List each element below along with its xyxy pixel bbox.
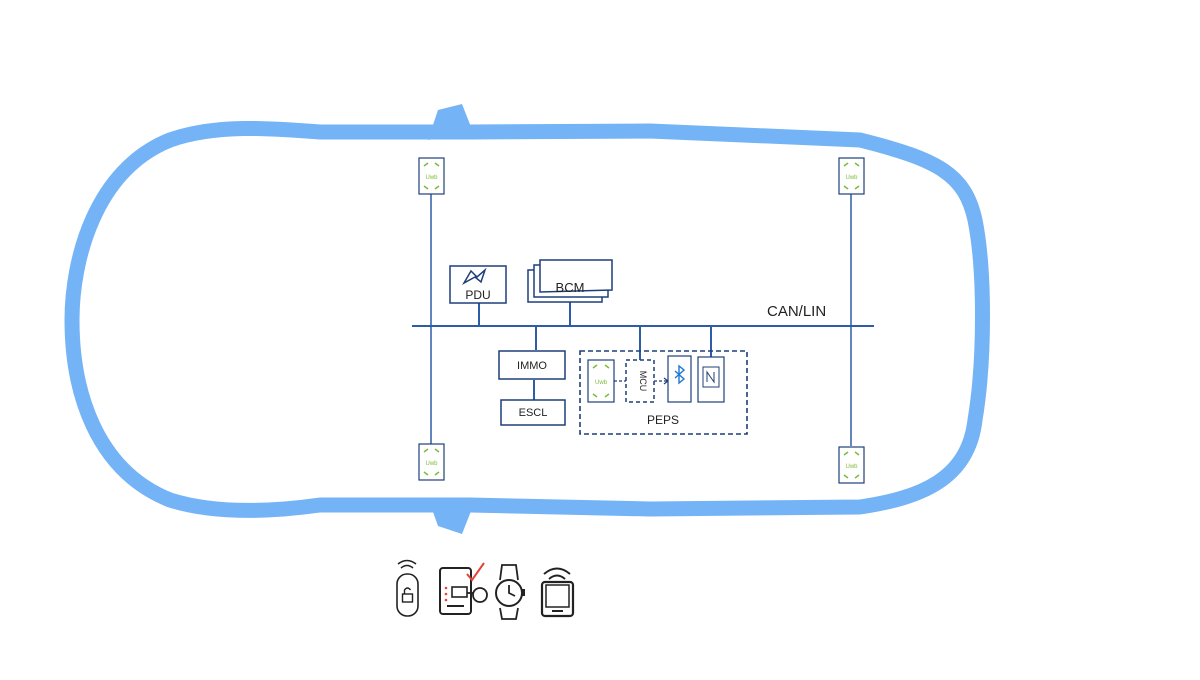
anchor-wiring	[430, 194, 852, 446]
immo-module: IMMO	[498, 350, 566, 380]
bcm-label: BCM	[556, 280, 585, 295]
bcm-module: BCM	[527, 259, 613, 303]
bluetooth-icon	[674, 364, 686, 385]
immo-label: IMMO	[517, 360, 547, 372]
peps-label: PEPS	[647, 413, 679, 427]
pdu-module: PDU	[449, 265, 507, 304]
escl-module: ESCL	[500, 399, 566, 426]
escl-label: ESCL	[519, 407, 548, 419]
pdu-label: PDU	[465, 288, 490, 302]
peps-uwb-module	[587, 359, 615, 403]
uwb-anchor-label: Uwb	[425, 175, 438, 181]
uwb-anchor-rear-left: Uwb	[418, 443, 445, 481]
uwb-anchor-front-right: Uwb	[838, 157, 865, 195]
uwb-anchor-rear-right: Uwb	[838, 446, 865, 484]
uwb-anchor-label: Uwb	[845, 464, 858, 470]
key-fob-icon	[396, 559, 419, 617]
mcu-label: MCU	[638, 371, 648, 392]
phone-key-app-icon	[439, 562, 488, 615]
smartphone-icon	[540, 567, 575, 618]
uwb-anchor-label: Uwb	[425, 461, 438, 467]
power-bolt-icon	[461, 267, 487, 285]
key-devices	[390, 555, 586, 621]
can-lin-bus	[412, 300, 874, 400]
car-body-outline	[64, 104, 990, 534]
uwb-anchor-front-left: Uwb	[418, 157, 445, 195]
uwb-anchor-label: Uwb	[595, 380, 608, 386]
nfc-module	[697, 356, 725, 403]
smartwatch-icon	[495, 564, 525, 620]
uwb-anchor-label: Uwb	[845, 175, 858, 181]
peps-group: Uwb MCU PEPS	[579, 350, 748, 435]
nfc-icon	[706, 370, 715, 384]
bus-label: CAN/LIN	[767, 303, 826, 320]
